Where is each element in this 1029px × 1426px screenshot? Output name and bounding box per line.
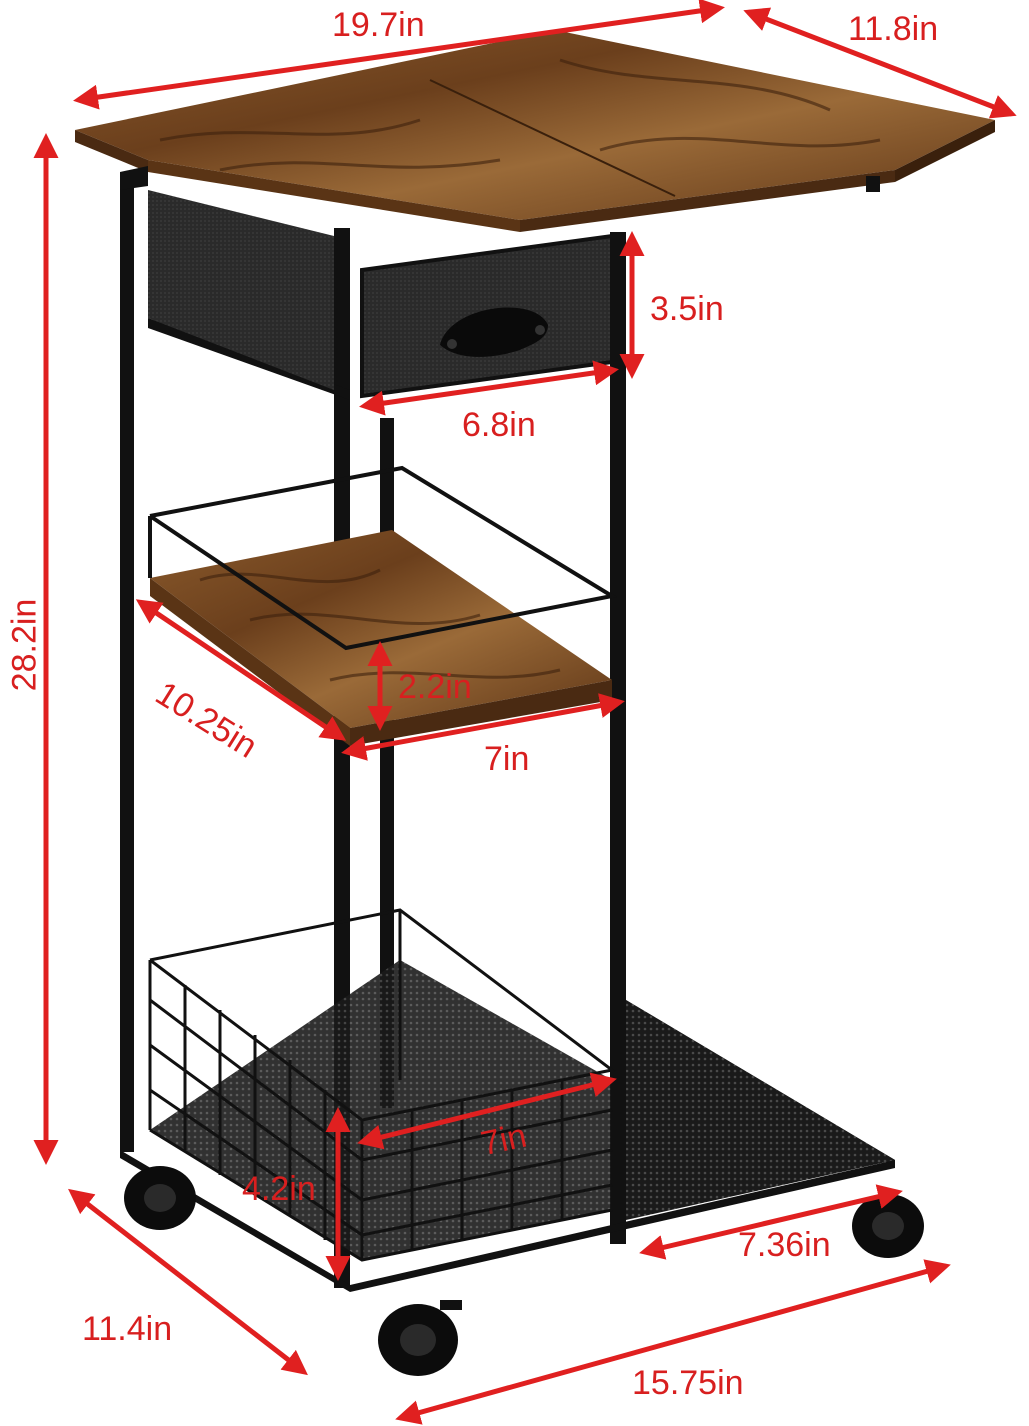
table-top [75,30,995,232]
caster-wheel-icon [852,1194,924,1258]
caster-wheel-icon [378,1300,462,1376]
label-shelf-width: 7in [484,740,530,778]
caster-wheel-icon [124,1166,196,1230]
label-top-depth: 11.8in [848,10,939,48]
label-total-height: 28.2in [5,598,44,692]
label-basket-width: 7in [477,1116,530,1164]
drawer-handle-icon [440,307,548,357]
label-drawer-width: 6.8in [462,406,536,444]
label-drawer-height: 3.5in [650,290,724,328]
label-basket-height: 4.2in [242,1170,316,1208]
label-base-depth: 11.4in [82,1310,173,1348]
dimension-arrows [33,0,1017,1425]
label-shelf-gap: 2.2in [398,668,472,706]
label-base-width: 15.75in [632,1364,744,1402]
label-base-depth-inner: 7.36in [738,1226,831,1264]
label-top-width: 19.7in [332,6,425,44]
